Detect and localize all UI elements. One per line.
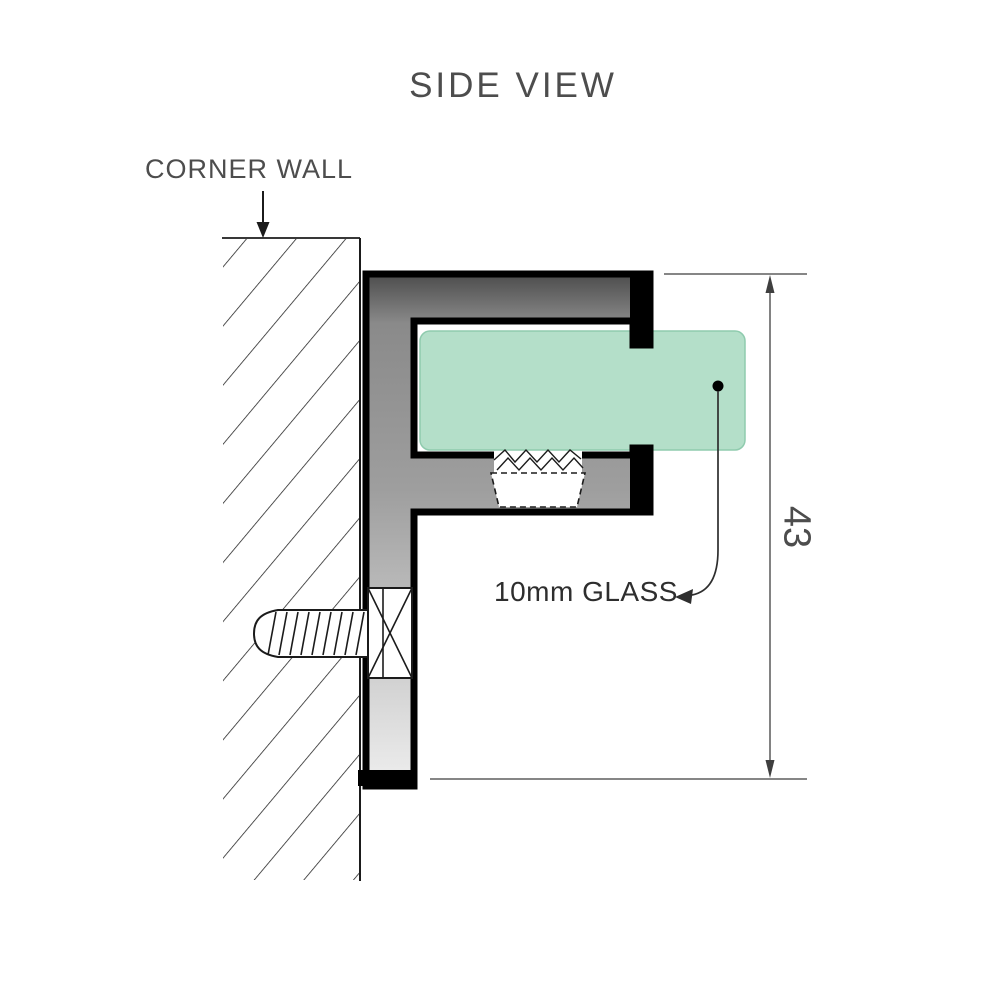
gasket [489,448,587,508]
bracket-foot-cap [358,770,416,786]
gasket-backing [494,451,582,473]
wall-hatching [223,239,360,880]
leader-dot [712,380,724,392]
screw-shaft [252,609,371,658]
dim-arrowhead-down-icon [765,760,775,778]
leader-line [691,391,719,596]
corner-wall-pointer [256,191,270,238]
dimension-43: 43 [430,273,818,780]
gasket-spring-line-2 [496,456,584,472]
leader-arrowhead-icon [675,589,693,604]
screw-head-cross [367,587,413,679]
glass-callout: 10mm GLASS [494,380,724,607]
wall [222,237,361,881]
screw [252,587,413,679]
gasket-spring-line-1 [493,448,582,464]
corner-wall-label: CORNER WALL [145,154,353,184]
bracket-bottom-lip [630,445,654,516]
glass-label: 10mm GLASS [494,576,678,607]
gasket-body-dashed [489,472,587,508]
dim-value: 43 [776,506,818,548]
screw-thread-lines [267,611,365,656]
bracket-top-lip [630,270,654,349]
down-arrowhead-icon [256,222,270,238]
glass-panel [419,330,746,451]
dim-arrowhead-up-icon [765,275,775,293]
drawing-title: SIDE VIEW [409,66,617,105]
